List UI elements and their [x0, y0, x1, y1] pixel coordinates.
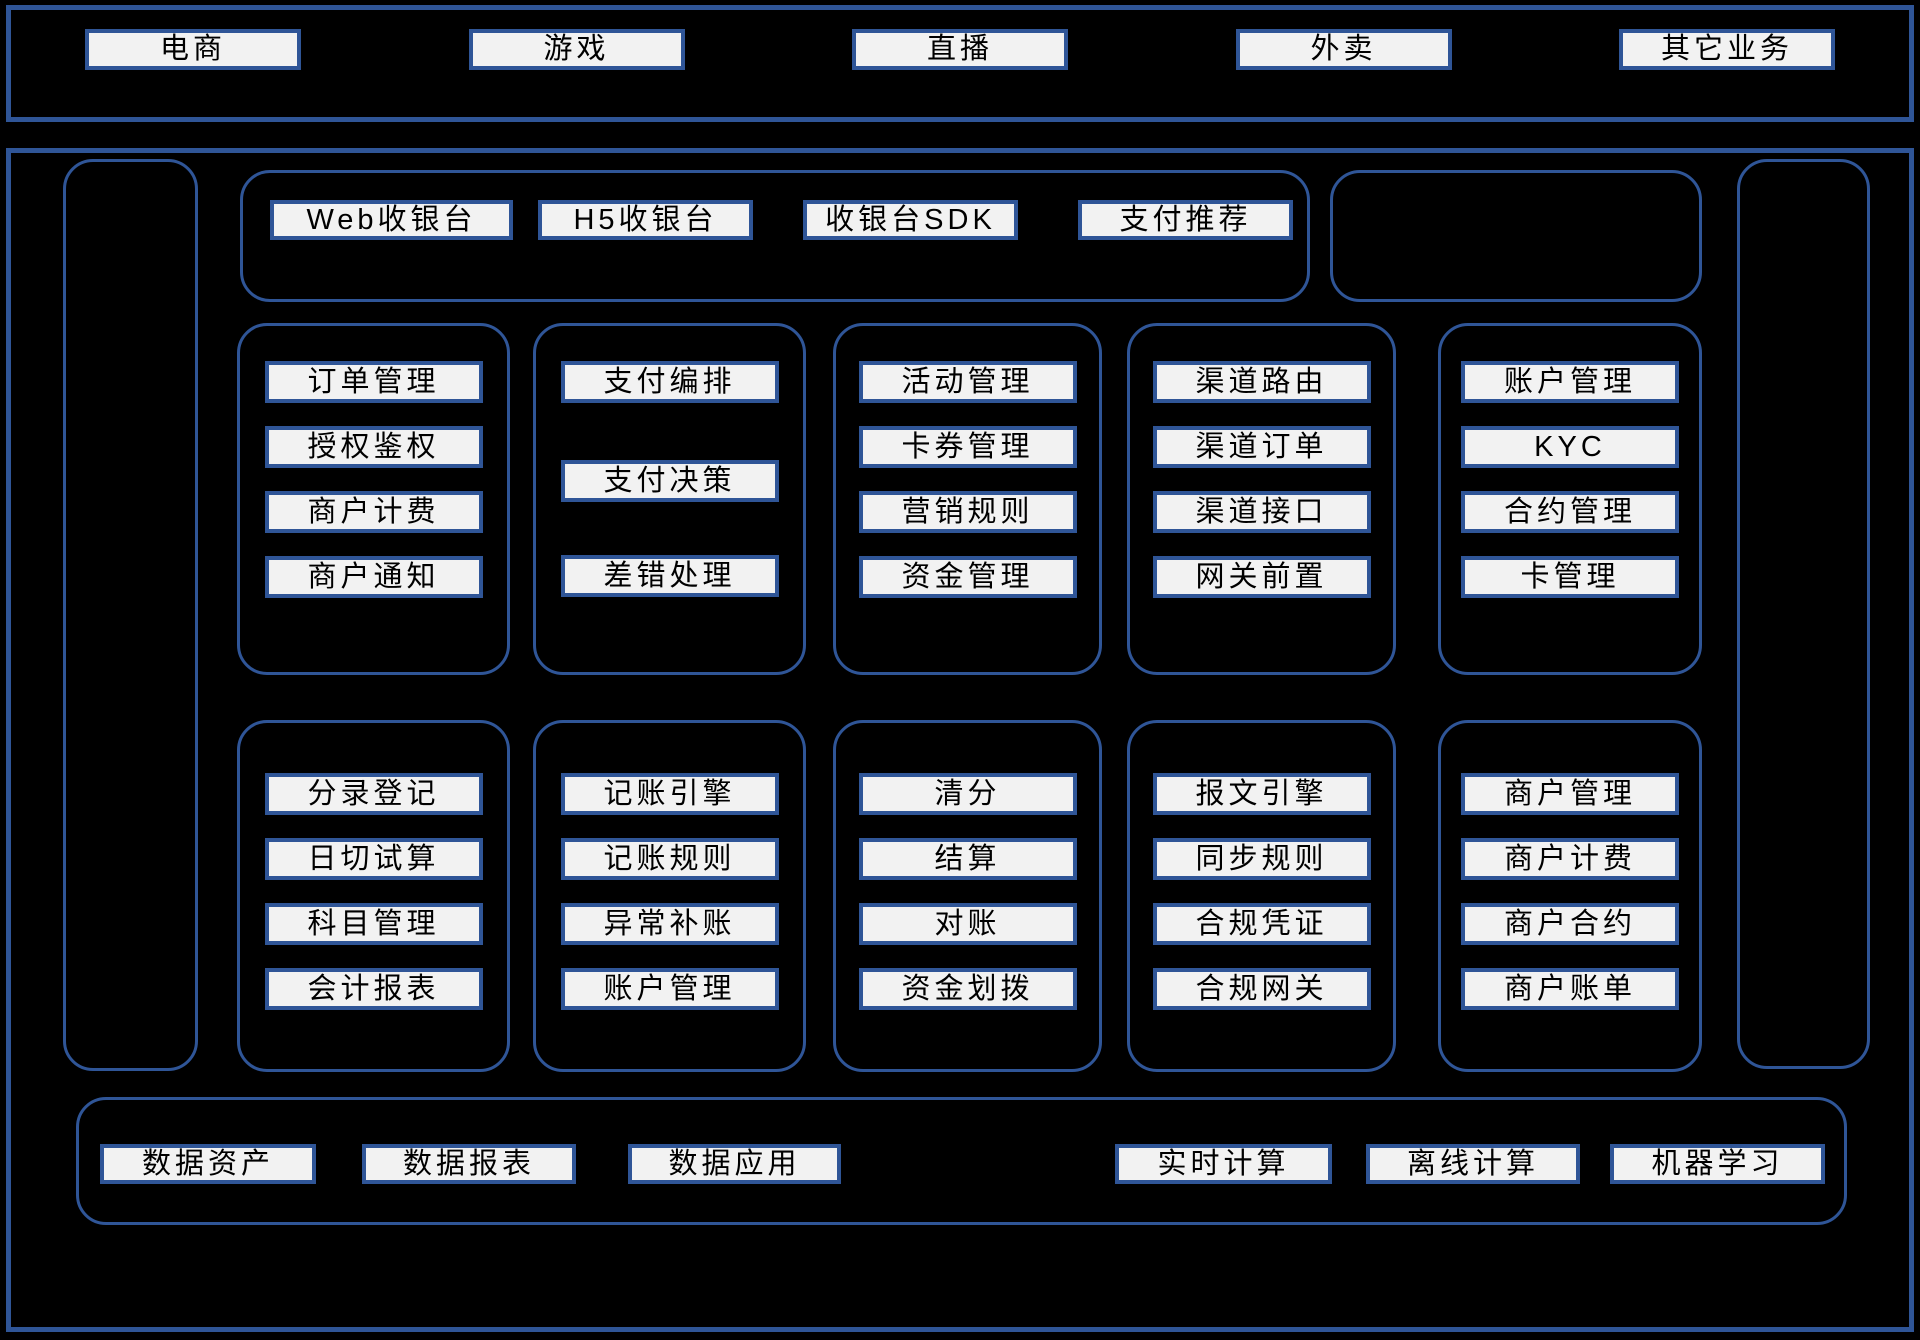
module-box: 记账规则	[560, 838, 779, 880]
module-box: 分录登记	[264, 773, 483, 815]
module-box: 渠道订单	[1152, 426, 1371, 468]
module-group-channel: 渠道路由 渠道订单 渠道接口 网关前置	[1127, 323, 1396, 675]
module-box: 订单管理	[264, 361, 483, 403]
module-box: 账户管理	[1461, 361, 1679, 403]
module-group-ledger: 分录登记 日切试算 科目管理 会计报表	[237, 720, 510, 1072]
module-box: 渠道路由	[1152, 361, 1371, 403]
module-group-order: 订单管理 授权鉴权 商户计费 商户通知	[237, 323, 510, 675]
cashier-products-container: Web收银台 H5收银台 收银台SDK 支付推荐	[240, 170, 1310, 302]
business-item-ecommerce: 电商	[85, 29, 301, 70]
business-item-livestream: 直播	[852, 29, 1068, 70]
module-box: 记账引擎	[560, 773, 779, 815]
data-item-assets: 数据资产	[100, 1144, 316, 1184]
module-box: 资金划拨	[858, 968, 1077, 1010]
right-sidebar-panel	[1737, 159, 1870, 1069]
module-box: 商户计费	[264, 491, 483, 533]
module-box: 活动管理	[858, 361, 1077, 403]
module-box: 营销规则	[858, 491, 1077, 533]
module-group-clearing: 清分 结算 对账 资金划拨	[833, 720, 1102, 1072]
data-item-realtime: 实时计算	[1115, 1144, 1332, 1184]
module-box: 支付编排	[560, 361, 779, 403]
module-box: 商户通知	[264, 556, 483, 598]
module-box: 合规凭证	[1152, 903, 1371, 945]
module-box: 资金管理	[858, 556, 1077, 598]
module-box: KYC	[1461, 426, 1679, 468]
left-sidebar-panel	[63, 159, 198, 1071]
module-box: 同步规则	[1152, 838, 1371, 880]
cashier-item-h5: H5收银台	[538, 200, 753, 240]
module-box: 差错处理	[560, 555, 779, 597]
module-box: 账户管理	[560, 968, 779, 1010]
module-box: 商户账单	[1461, 968, 1679, 1010]
empty-top-right-container	[1330, 170, 1702, 302]
module-box: 清分	[858, 773, 1077, 815]
data-item-apps: 数据应用	[628, 1144, 841, 1184]
cashier-item-web: Web收银台	[270, 200, 513, 240]
module-box: 商户管理	[1461, 773, 1679, 815]
cashier-item-recommend: 支付推荐	[1078, 200, 1293, 240]
module-group-payment-core: 支付编排 支付决策 差错处理	[533, 323, 806, 675]
module-box: 科目管理	[264, 903, 483, 945]
business-layer-bar: 电商 游戏 直播 外卖 其它业务	[6, 5, 1914, 122]
module-box: 报文引擎	[1152, 773, 1371, 815]
data-item-offline: 离线计算	[1366, 1144, 1580, 1184]
module-box: 授权鉴权	[264, 426, 483, 468]
module-box: 渠道接口	[1152, 491, 1371, 533]
data-item-ml: 机器学习	[1610, 1144, 1825, 1184]
module-group-bookkeeping: 记账引擎 记账规则 异常补账 账户管理	[533, 720, 806, 1072]
module-box: 卡管理	[1461, 556, 1679, 598]
module-box: 支付决策	[560, 460, 779, 502]
module-group-account: 账户管理 KYC 合约管理 卡管理	[1438, 323, 1702, 675]
module-box: 会计报表	[264, 968, 483, 1010]
business-item-other: 其它业务	[1619, 29, 1835, 70]
module-box: 异常补账	[560, 903, 779, 945]
platform-container: Web收银台 H5收银台 收银台SDK 支付推荐 订单管理 授权鉴权 商户计费 …	[6, 148, 1914, 1332]
module-group-merchant: 商户管理 商户计费 商户合约 商户账单	[1438, 720, 1702, 1072]
data-item-reports: 数据报表	[362, 1144, 576, 1184]
business-item-games: 游戏	[468, 29, 685, 70]
cashier-item-sdk: 收银台SDK	[803, 200, 1018, 240]
module-box: 结算	[858, 838, 1077, 880]
module-group-marketing: 活动管理 卡券管理 营销规则 资金管理	[833, 323, 1102, 675]
module-box: 合约管理	[1461, 491, 1679, 533]
business-item-takeout: 外卖	[1235, 29, 1452, 70]
module-box: 网关前置	[1152, 556, 1371, 598]
module-box: 对账	[858, 903, 1077, 945]
module-box: 日切试算	[264, 838, 483, 880]
module-box: 卡券管理	[858, 426, 1077, 468]
module-box: 合规网关	[1152, 968, 1371, 1010]
data-layer-bar: 数据资产 数据报表 数据应用 实时计算 离线计算 机器学习	[76, 1097, 1847, 1225]
module-group-compliance: 报文引擎 同步规则 合规凭证 合规网关	[1127, 720, 1396, 1072]
module-box: 商户计费	[1461, 838, 1679, 880]
module-box: 商户合约	[1461, 903, 1679, 945]
